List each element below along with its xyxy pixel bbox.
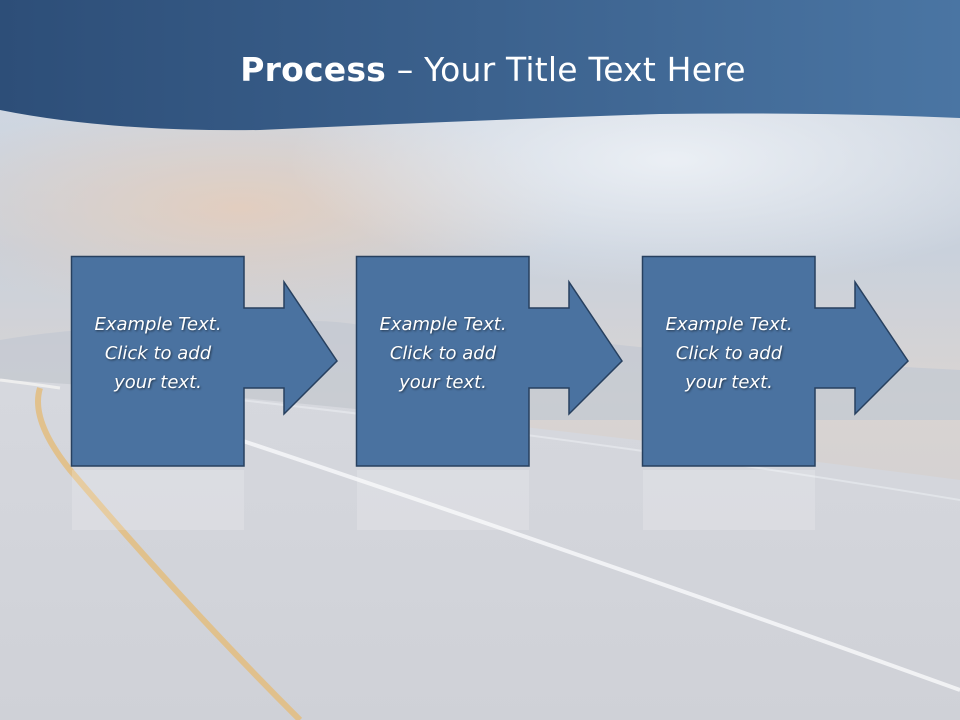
- step-text-line: Example Text.: [665, 314, 793, 335]
- process-step-3[interactable]: Example Text. Click to add your text.: [641, 255, 912, 468]
- title-rest: – Your Title Text Here: [386, 50, 746, 89]
- step-text[interactable]: Example Text. Click to add your text.: [356, 310, 530, 397]
- step-text-line: your text.: [114, 372, 202, 393]
- step-text-line: your text.: [685, 372, 773, 393]
- slide-title[interactable]: Process – Your Title Text Here: [0, 50, 960, 89]
- process-step-2[interactable]: Example Text. Click to add your text.: [355, 255, 626, 468]
- step-text-line: Click to add: [104, 343, 212, 364]
- step-text-line: Example Text.: [94, 314, 222, 335]
- step-text-line: Click to add: [675, 343, 783, 364]
- step-text[interactable]: Example Text. Click to add your text.: [642, 310, 816, 397]
- step-text-line: Click to add: [389, 343, 497, 364]
- step-text-line: Example Text.: [379, 314, 507, 335]
- arrow-right-icon: [641, 255, 909, 467]
- process-step-1[interactable]: Example Text. Click to add your text.: [70, 255, 341, 468]
- step-text-line: your text.: [399, 372, 487, 393]
- title-bold: Process: [240, 50, 387, 89]
- step-text[interactable]: Example Text. Click to add your text.: [71, 310, 245, 397]
- arrow-right-icon: [70, 255, 338, 467]
- arrow-right-icon: [355, 255, 623, 467]
